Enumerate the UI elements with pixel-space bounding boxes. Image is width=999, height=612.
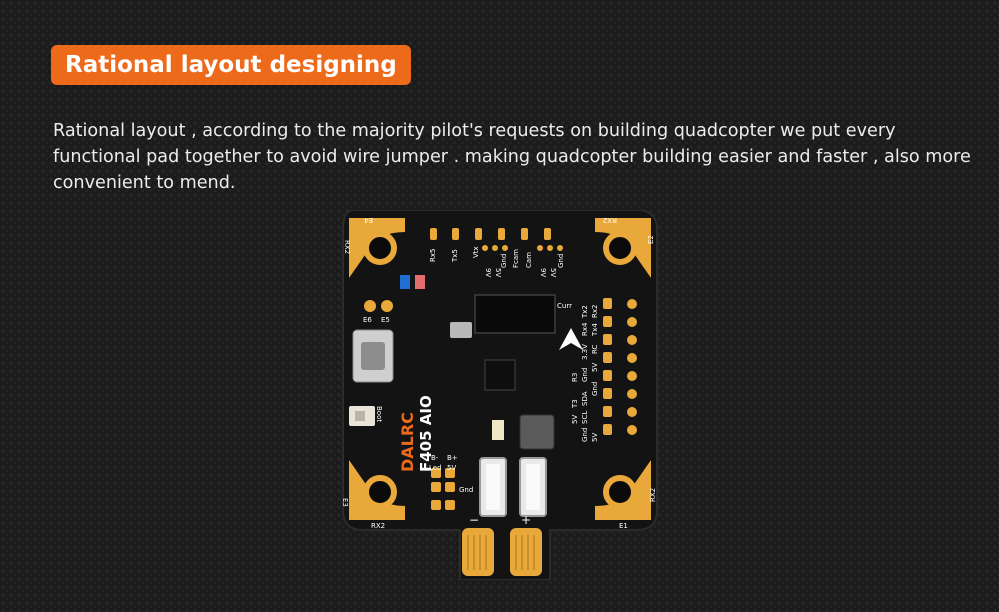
corner-pads [349, 218, 651, 520]
svg-text:5V: 5V [591, 433, 599, 442]
svg-text:5V: 5V [447, 464, 456, 472]
inductor [519, 414, 555, 450]
top-pad-labels: Rx5 Tx5 Vtx 9V 5V Gnd Fcam Cam 9V 5V Gnd [429, 246, 565, 277]
svg-text:5V: 5V [549, 268, 557, 277]
svg-text:Fcam: Fcam [512, 249, 520, 268]
svg-text:R3: R3 [571, 373, 579, 382]
svg-text:RX2: RX2 [603, 216, 617, 224]
svg-text:RX2: RX2 [649, 488, 657, 502]
svg-text:5V: 5V [591, 363, 599, 372]
board-illustration: DALRC F405 AIO Rx5 Tx5 Vtx 9V 5V Gnd Fca… [341, 209, 658, 581]
svg-text:T3: T3 [571, 399, 579, 409]
description-text: Rational layout , according to the major… [53, 121, 971, 193]
battery-pad-negative [462, 528, 494, 576]
svg-text:9V: 9V [484, 268, 492, 277]
svg-text:Tx2: Tx2 [581, 305, 589, 319]
svg-text:E2: E2 [647, 235, 655, 244]
mounting-holes [363, 231, 637, 509]
svg-text:Boot: Boot [375, 406, 383, 422]
svg-text:−: − [469, 513, 479, 527]
svg-text:3.3V: 3.3V [581, 344, 589, 360]
svg-text:Gnd: Gnd [500, 254, 508, 268]
top-pad-row [430, 228, 563, 251]
corner-pad-top-left [349, 218, 405, 278]
corner-pad-top-right [595, 218, 651, 278]
svg-text:Gnd: Gnd [557, 254, 565, 268]
svg-text:Tx4: Tx4 [591, 323, 599, 337]
right-pad-labels: Rx2 Tx4 Tx2 Rx4 RC 3.3V Gnd R3 5V T3 SDA… [571, 305, 599, 442]
svg-text:B-: B- [431, 454, 439, 462]
svg-text:Rx5: Rx5 [429, 249, 437, 262]
svg-text:B+: B+ [447, 454, 458, 462]
svg-text:Gnd: Gnd [591, 382, 599, 396]
svg-text:5V: 5V [494, 268, 502, 277]
section-title-badge: Rational layout designing [51, 45, 411, 85]
right-pad-grid [603, 298, 637, 435]
svg-text:Rx2: Rx2 [591, 305, 599, 318]
svg-text:+: + [521, 513, 531, 527]
main-mcu-chip [474, 294, 556, 334]
svg-text:9V: 9V [539, 268, 547, 277]
svg-text:E1: E1 [619, 522, 628, 530]
flight-controller-board: DALRC F405 AIO Rx5 Tx5 Vtx 9V 5V Gnd Fca… [335, 209, 665, 581]
model-text: F405 AIO [417, 395, 435, 472]
svg-text:RX2: RX2 [371, 522, 385, 530]
svg-text:Tx5: Tx5 [451, 249, 459, 263]
svg-text:E4: E4 [364, 216, 373, 224]
board-branding: DALRC F405 AIO [398, 395, 435, 472]
svg-text:E5: E5 [381, 316, 390, 324]
svg-text:Led: Led [429, 464, 442, 472]
svg-text:Cam: Cam [525, 252, 533, 268]
corner-labels: E4 RX2 RX2 E2 E3 RX2 RX2 E1 [341, 216, 657, 530]
direction-arrow [559, 328, 583, 350]
svg-text:Gnd: Gnd [581, 368, 589, 382]
brand-text: DALRC [398, 412, 417, 472]
corner-pad-bottom-right [595, 460, 651, 520]
section-title: Rational layout designing [65, 52, 397, 78]
svg-text:Vtx: Vtx [472, 246, 480, 258]
motor-pads-e5-e6 [364, 300, 393, 312]
gyro-chip [484, 359, 516, 391]
svg-text:RX2: RX2 [343, 240, 351, 254]
power-pads [431, 468, 455, 510]
svg-text:SDA: SDA [581, 391, 589, 406]
svg-text:5V: 5V [571, 415, 579, 424]
svg-text:RC: RC [591, 344, 599, 354]
misc-labels: E6 E5 Boot Curr B- Led B+ 5V Gnd − + [363, 302, 572, 527]
battery-pad-positive [510, 528, 542, 576]
svg-text:Gnd: Gnd [459, 486, 473, 494]
svg-text:Rx4: Rx4 [581, 322, 589, 336]
svg-text:E6: E6 [363, 316, 372, 324]
svg-text:Curr: Curr [557, 302, 572, 310]
osd-chip [450, 322, 472, 338]
svg-text:SCL: SCL [581, 411, 589, 424]
svg-text:E3: E3 [341, 498, 349, 507]
corner-pad-bottom-left [349, 460, 405, 520]
svg-text:Gnd: Gnd [581, 428, 589, 442]
